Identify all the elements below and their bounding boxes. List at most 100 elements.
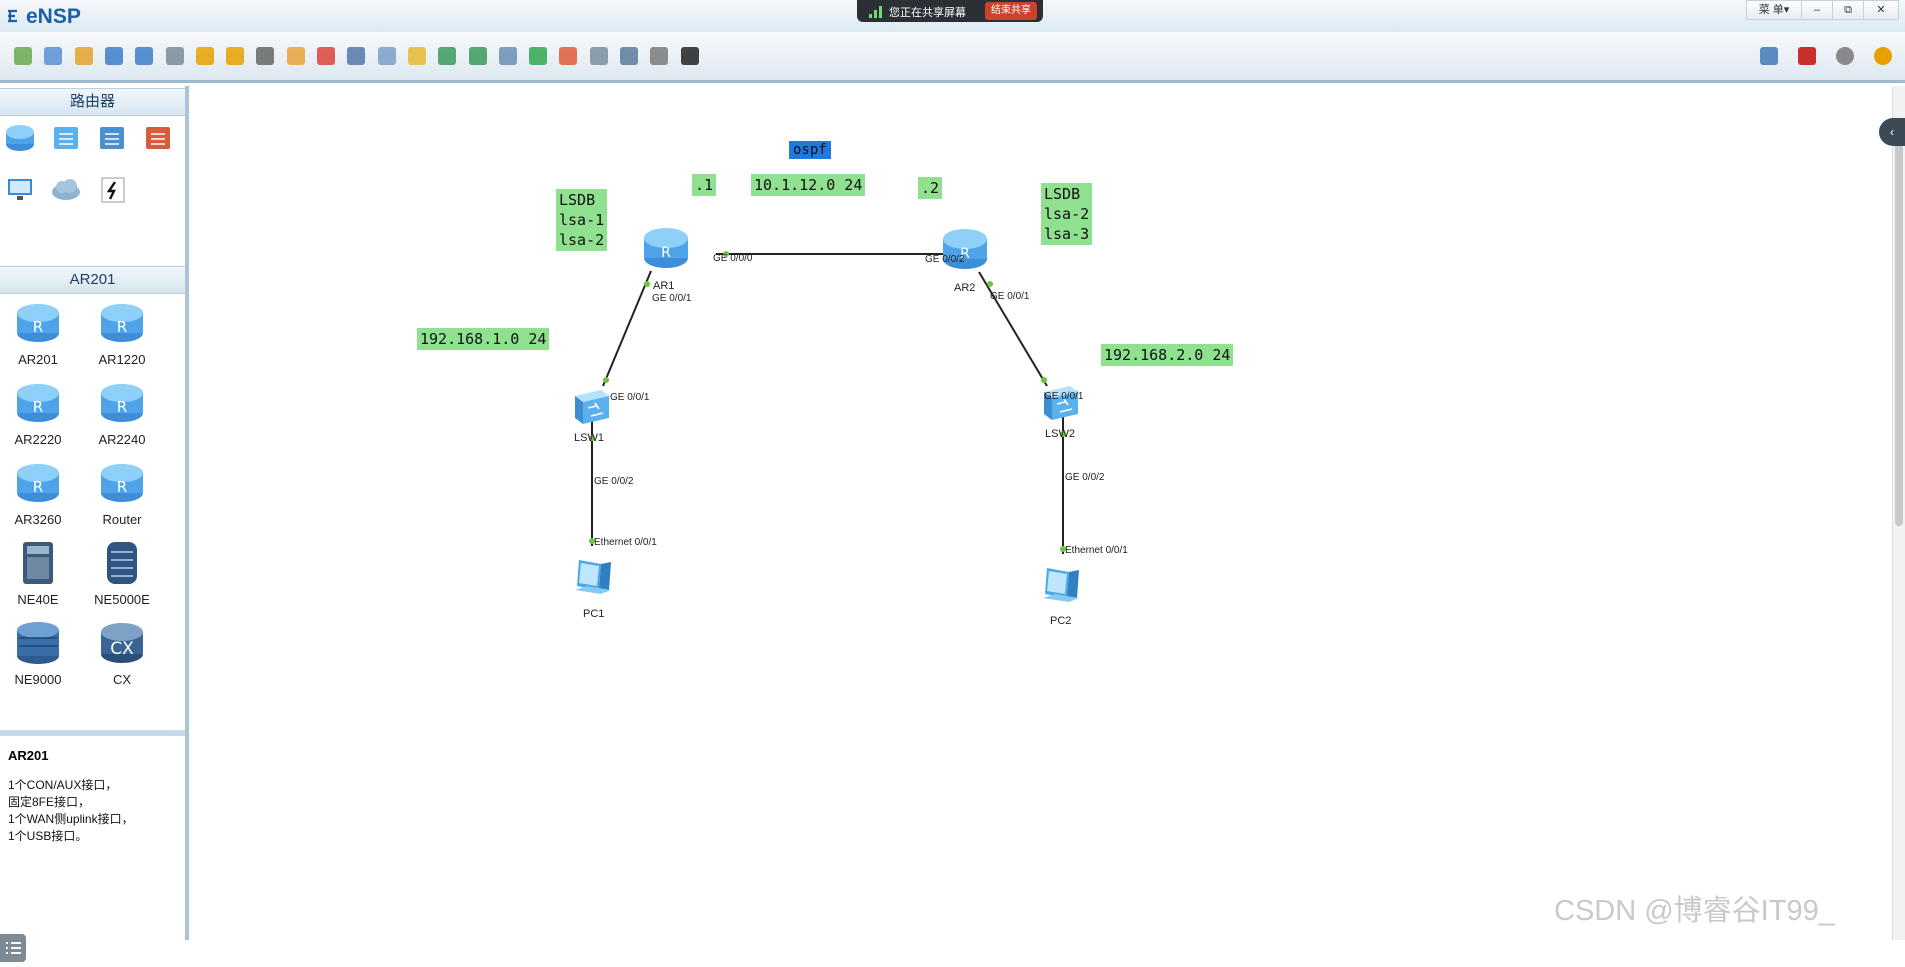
collapse-panel-button[interactable]: ‹ — [1879, 118, 1905, 146]
cloud-icon[interactable] — [50, 174, 82, 206]
router-ar1[interactable]: R — [642, 226, 690, 270]
device-icon-ar2220[interactable]: R — [15, 380, 61, 426]
fit-icon[interactable] — [495, 43, 521, 69]
open-icon[interactable] — [71, 43, 97, 69]
ar1-label: AR1 — [653, 280, 675, 292]
link-ar1-lsw1[interactable] — [602, 270, 652, 387]
topology-canvas[interactable]: ospf 10.1.12.0 24 .1 .2 LSDB lsa-1 lsa-2… — [189, 86, 1892, 940]
router-icon[interactable] — [4, 122, 36, 154]
svg-text:R: R — [661, 245, 671, 261]
pan-hand-icon-glyph — [286, 47, 305, 65]
category-header: 路由器 — [0, 88, 185, 116]
zoom-in-icon[interactable] — [434, 43, 460, 69]
device-label: AR2220 — [14, 432, 62, 447]
huawei-icon[interactable] — [1794, 43, 1820, 69]
pc-pc2[interactable] — [1039, 564, 1087, 608]
undo-icon-glyph — [195, 47, 214, 65]
lsw1-label: LSW1 — [574, 432, 604, 444]
stop-icon-glyph — [559, 47, 578, 65]
save-icon[interactable] — [101, 43, 127, 69]
chevron-left-icon: ‹ — [1890, 125, 1894, 139]
description-line: 固定8FE接口， — [8, 795, 91, 809]
label-icon[interactable] — [404, 43, 430, 69]
network-label-ar[interactable]: 10.1.12.0 24 — [751, 174, 866, 196]
settings-icon[interactable] — [1832, 43, 1858, 69]
delete-link-icon-glyph — [347, 47, 366, 65]
router-ar2[interactable]: R — [941, 227, 989, 271]
device-label: AR3260 — [14, 512, 62, 527]
svg-text:R: R — [117, 318, 127, 336]
undo-icon[interactable] — [192, 43, 218, 69]
stop-sharing-button[interactable]: 结束共享 — [985, 2, 1037, 20]
description-line: 1个USB接口。 — [8, 829, 88, 843]
svg-text:R: R — [33, 318, 43, 336]
help-icon[interactable] — [1870, 43, 1896, 69]
svg-text:R: R — [117, 478, 127, 496]
new-topology-icon[interactable] — [10, 43, 36, 69]
network-label-lsw2[interactable]: 192.168.2.0 24 — [1101, 344, 1234, 366]
vertical-scrollbar[interactable] — [1892, 86, 1905, 940]
menu-button[interactable]: 菜 单▾ — [1746, 0, 1802, 20]
select-icon[interactable] — [252, 43, 278, 69]
text-icon[interactable] — [374, 43, 400, 69]
link-icon[interactable] — [96, 174, 128, 206]
firewall-icon[interactable] — [142, 122, 174, 154]
device-label: AR1220 — [98, 352, 146, 367]
device-icon-ne9000[interactable] — [15, 620, 61, 666]
lsdb-ar2-label[interactable]: LSDB lsa-2 lsa-3 — [1041, 183, 1093, 245]
device-icon-ar1220[interactable]: R — [99, 300, 145, 346]
pc-pc1[interactable] — [571, 556, 619, 600]
delete-icon[interactable] — [313, 43, 339, 69]
capture-icon[interactable] — [586, 43, 612, 69]
redo-icon[interactable] — [222, 43, 248, 69]
print-icon[interactable] — [162, 43, 188, 69]
new-file-icon[interactable] — [40, 43, 66, 69]
pc1-label: PC1 — [583, 608, 605, 620]
wlan-icon[interactable] — [96, 122, 128, 154]
pc-icon[interactable] — [4, 174, 36, 206]
device-icon-cx[interactable]: CX — [99, 620, 145, 666]
device-icon-ne5000e[interactable] — [99, 540, 145, 586]
zoom-out-icon[interactable] — [465, 43, 491, 69]
frame-icon[interactable] — [646, 43, 672, 69]
stop-icon[interactable] — [555, 43, 581, 69]
network-label-lsw1[interactable]: 192.168.1.0 24 — [417, 328, 550, 350]
delete-link-icon[interactable] — [343, 43, 369, 69]
device-icon-ne40e[interactable] — [15, 540, 61, 586]
save-as-icon-glyph — [135, 47, 154, 65]
minimize-button[interactable]: – — [1801, 0, 1833, 20]
device-icon-router[interactable]: R — [99, 460, 145, 506]
svg-text:R: R — [33, 398, 43, 416]
switch-icon[interactable] — [50, 122, 82, 154]
terminal-icon[interactable] — [677, 43, 703, 69]
protocol-label[interactable]: ospf — [789, 141, 831, 159]
text-icon-glyph — [377, 47, 396, 65]
svg-text:R: R — [33, 478, 43, 496]
chat-icon[interactable] — [1756, 43, 1782, 69]
switch-lsw1[interactable] — [571, 386, 613, 428]
list-toggle-button[interactable] — [0, 934, 26, 962]
restore-button[interactable]: ⧉ — [1832, 0, 1864, 20]
scrollbar-thumb[interactable] — [1895, 126, 1903, 526]
device-icon-ar2240[interactable]: R — [99, 380, 145, 426]
toolbar — [0, 32, 1905, 83]
link-ar2-lsw2[interactable] — [978, 271, 1048, 387]
port-label: GE 0/0/2 — [594, 476, 634, 487]
pan-hand-icon[interactable] — [283, 43, 309, 69]
new-file-icon-glyph — [44, 47, 63, 65]
device-section-header: AR201 — [0, 266, 185, 294]
topology-icon[interactable] — [616, 43, 642, 69]
start-icon-glyph — [529, 47, 548, 65]
ar1-address-label[interactable]: .1 — [692, 174, 717, 196]
watermark: CSDN @博睿谷IT99_ — [1554, 895, 1835, 927]
new-topology-icon-glyph — [14, 47, 32, 65]
switch-lsw2[interactable] — [1040, 382, 1082, 424]
save-as-icon[interactable] — [131, 43, 157, 69]
ar2-address-label[interactable]: .2 — [918, 177, 943, 199]
start-icon[interactable] — [525, 43, 551, 69]
zoom-in-icon-glyph — [438, 47, 457, 65]
lsdb-ar1-label[interactable]: LSDB lsa-1 lsa-2 — [556, 189, 608, 251]
device-icon-ar201[interactable]: R — [15, 300, 61, 346]
close-button[interactable]: ✕ — [1863, 0, 1899, 20]
device-icon-ar3260[interactable]: R — [15, 460, 61, 506]
